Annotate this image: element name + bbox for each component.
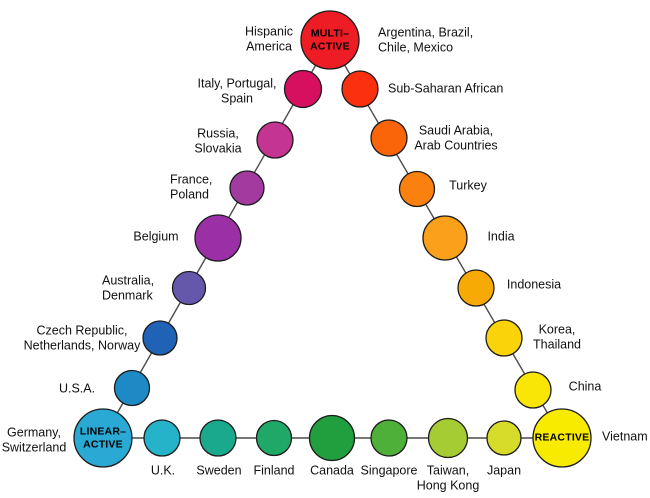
node-sweden-circle: [199, 419, 237, 457]
node-singapore-circle: [370, 419, 408, 457]
node-reactive-circle: [532, 408, 592, 468]
node-finland-circle: [255, 419, 293, 457]
node-multi-active-circle: [300, 10, 360, 70]
node-china-circle: [514, 371, 552, 409]
node-italy-portugal-spain-circle: [283, 69, 323, 109]
node-russia-slovakia-circle: [256, 121, 294, 159]
node-belgium-circle: [194, 214, 242, 262]
node-korea-thailand-circle: [485, 319, 523, 357]
node-taiwan-hong-kong-circle: [427, 417, 469, 459]
node-saudi-arabia-arab-countries-circle: [370, 119, 408, 157]
node-canada-circle: [308, 414, 356, 462]
node-india-circle: [422, 215, 468, 261]
node-linear-active-circle: [73, 408, 133, 468]
node-sub-saharan-african-circle: [341, 70, 379, 108]
node-turkey-circle: [398, 170, 436, 208]
node-uk-circle: [143, 419, 181, 457]
node-france-poland-circle: [229, 170, 265, 206]
node-usa-circle: [113, 369, 151, 407]
node-czech-netherlands-norway-circle: [142, 320, 178, 356]
node-australia-denmark-circle: [171, 270, 207, 306]
node-japan-circle: [486, 420, 522, 456]
node-indonesia-circle: [457, 269, 495, 307]
